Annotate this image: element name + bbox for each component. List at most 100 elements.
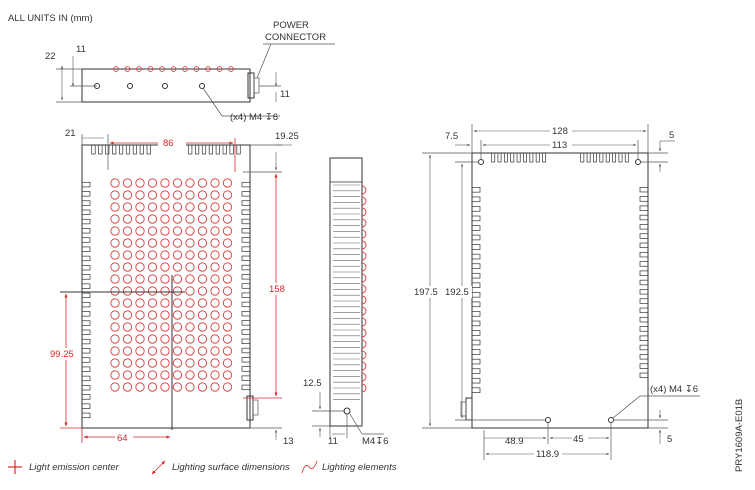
led-element [197,298,208,308]
led-element [147,262,158,272]
led-element [160,310,170,320]
cooling-fin [146,144,151,155]
led-element [147,214,158,224]
cooling-fin [639,354,649,360]
cooling-fin [639,196,649,202]
cooling-fin [81,348,91,354]
cooling-fin [132,144,137,155]
dim-99-25: 99.25 [50,349,74,360]
legend: Light emission center Lighting surface d… [8,460,397,475]
led-element [147,66,154,72]
cooling-fin [639,298,649,304]
cooling-fin [81,200,91,206]
led-element [182,66,188,72]
cooling-fin [81,394,91,400]
surface-dimensions-icon [151,460,166,475]
led-element [160,202,170,212]
power-connector-label: POWER [273,20,309,31]
led-element [361,339,367,349]
rear-view-left-fins [471,187,481,393]
led-element [135,358,145,368]
cooling-fin [471,377,481,384]
led-element [185,382,195,392]
dim-21: 21 [65,128,76,139]
led-element [135,262,145,272]
led-element [110,286,120,296]
cooling-fin [639,214,649,221]
cooling-fin [81,301,91,308]
led-element [110,346,120,356]
led-element [210,226,220,236]
led-element [210,178,220,188]
top-view: POWER CONNECTOR 22 11 11 (x4) M4 ↧6 [45,20,335,123]
legend-emission-center: Light emission center [29,462,120,473]
led-element [197,358,208,368]
led-element [210,358,220,368]
cooling-fin [195,144,200,155]
led-element [185,334,195,344]
led-element [361,350,367,360]
led-element [147,238,158,248]
led-element [361,229,367,239]
led-element [160,214,170,224]
side-view-leds [361,185,367,393]
cooling-fin [215,144,220,155]
rear-screw-callout: (x4) M4 ↧6 [650,384,698,395]
led-element [147,358,158,368]
dim-11-left: 11 [76,44,86,55]
dim-5-bottom: 5 [667,434,672,445]
cooling-fin [639,270,649,276]
dim-45: 45 [573,434,584,445]
led-element [135,298,145,308]
led-element [185,226,195,236]
led-element [210,286,220,296]
cooling-fin [639,363,649,369]
cooling-fin [91,144,96,155]
cooling-fin [81,311,91,317]
led-element [222,370,233,380]
led-element [122,346,133,356]
rear-screw-hole [608,417,614,423]
cooling-fin [639,261,649,267]
cooling-fin [81,292,91,299]
led-element [160,334,170,344]
led-element [160,358,170,368]
led-element [222,274,233,284]
led-element [197,334,208,344]
front-view: 21 86 19.25 158 13 99.25 64 [48,128,299,447]
cooling-fin [639,289,649,295]
led-element [147,382,158,392]
led-element [185,346,195,356]
led-element [361,372,367,382]
cooling-fin [241,375,251,381]
cooling-fin [471,225,481,231]
led-element [210,322,220,332]
cooling-fin [639,316,649,323]
led-element [110,370,120,380]
led-element [122,274,133,284]
screw-hole [199,83,205,89]
led-element [216,66,223,72]
front-view-connector-plug [252,399,259,416]
cooling-fin [639,233,649,239]
led-element [135,370,145,380]
cooling-fin [241,320,251,326]
led-element [197,322,208,332]
led-element [170,66,177,72]
cooling-fin [98,144,103,155]
led-element [122,382,133,392]
led-element [122,238,133,248]
document-code: PRY1609A-E01B [734,399,745,472]
dim-64: 64 [117,433,128,444]
led-element [197,310,208,320]
led-element [122,214,133,224]
led-element [197,214,208,224]
led-element [185,178,195,188]
cooling-fin [471,301,481,308]
cooling-fin [471,234,481,241]
led-element [210,250,220,260]
led-element [210,274,220,284]
cooling-fin [639,186,649,193]
cooling-fin [81,403,91,409]
led-element [222,238,233,248]
